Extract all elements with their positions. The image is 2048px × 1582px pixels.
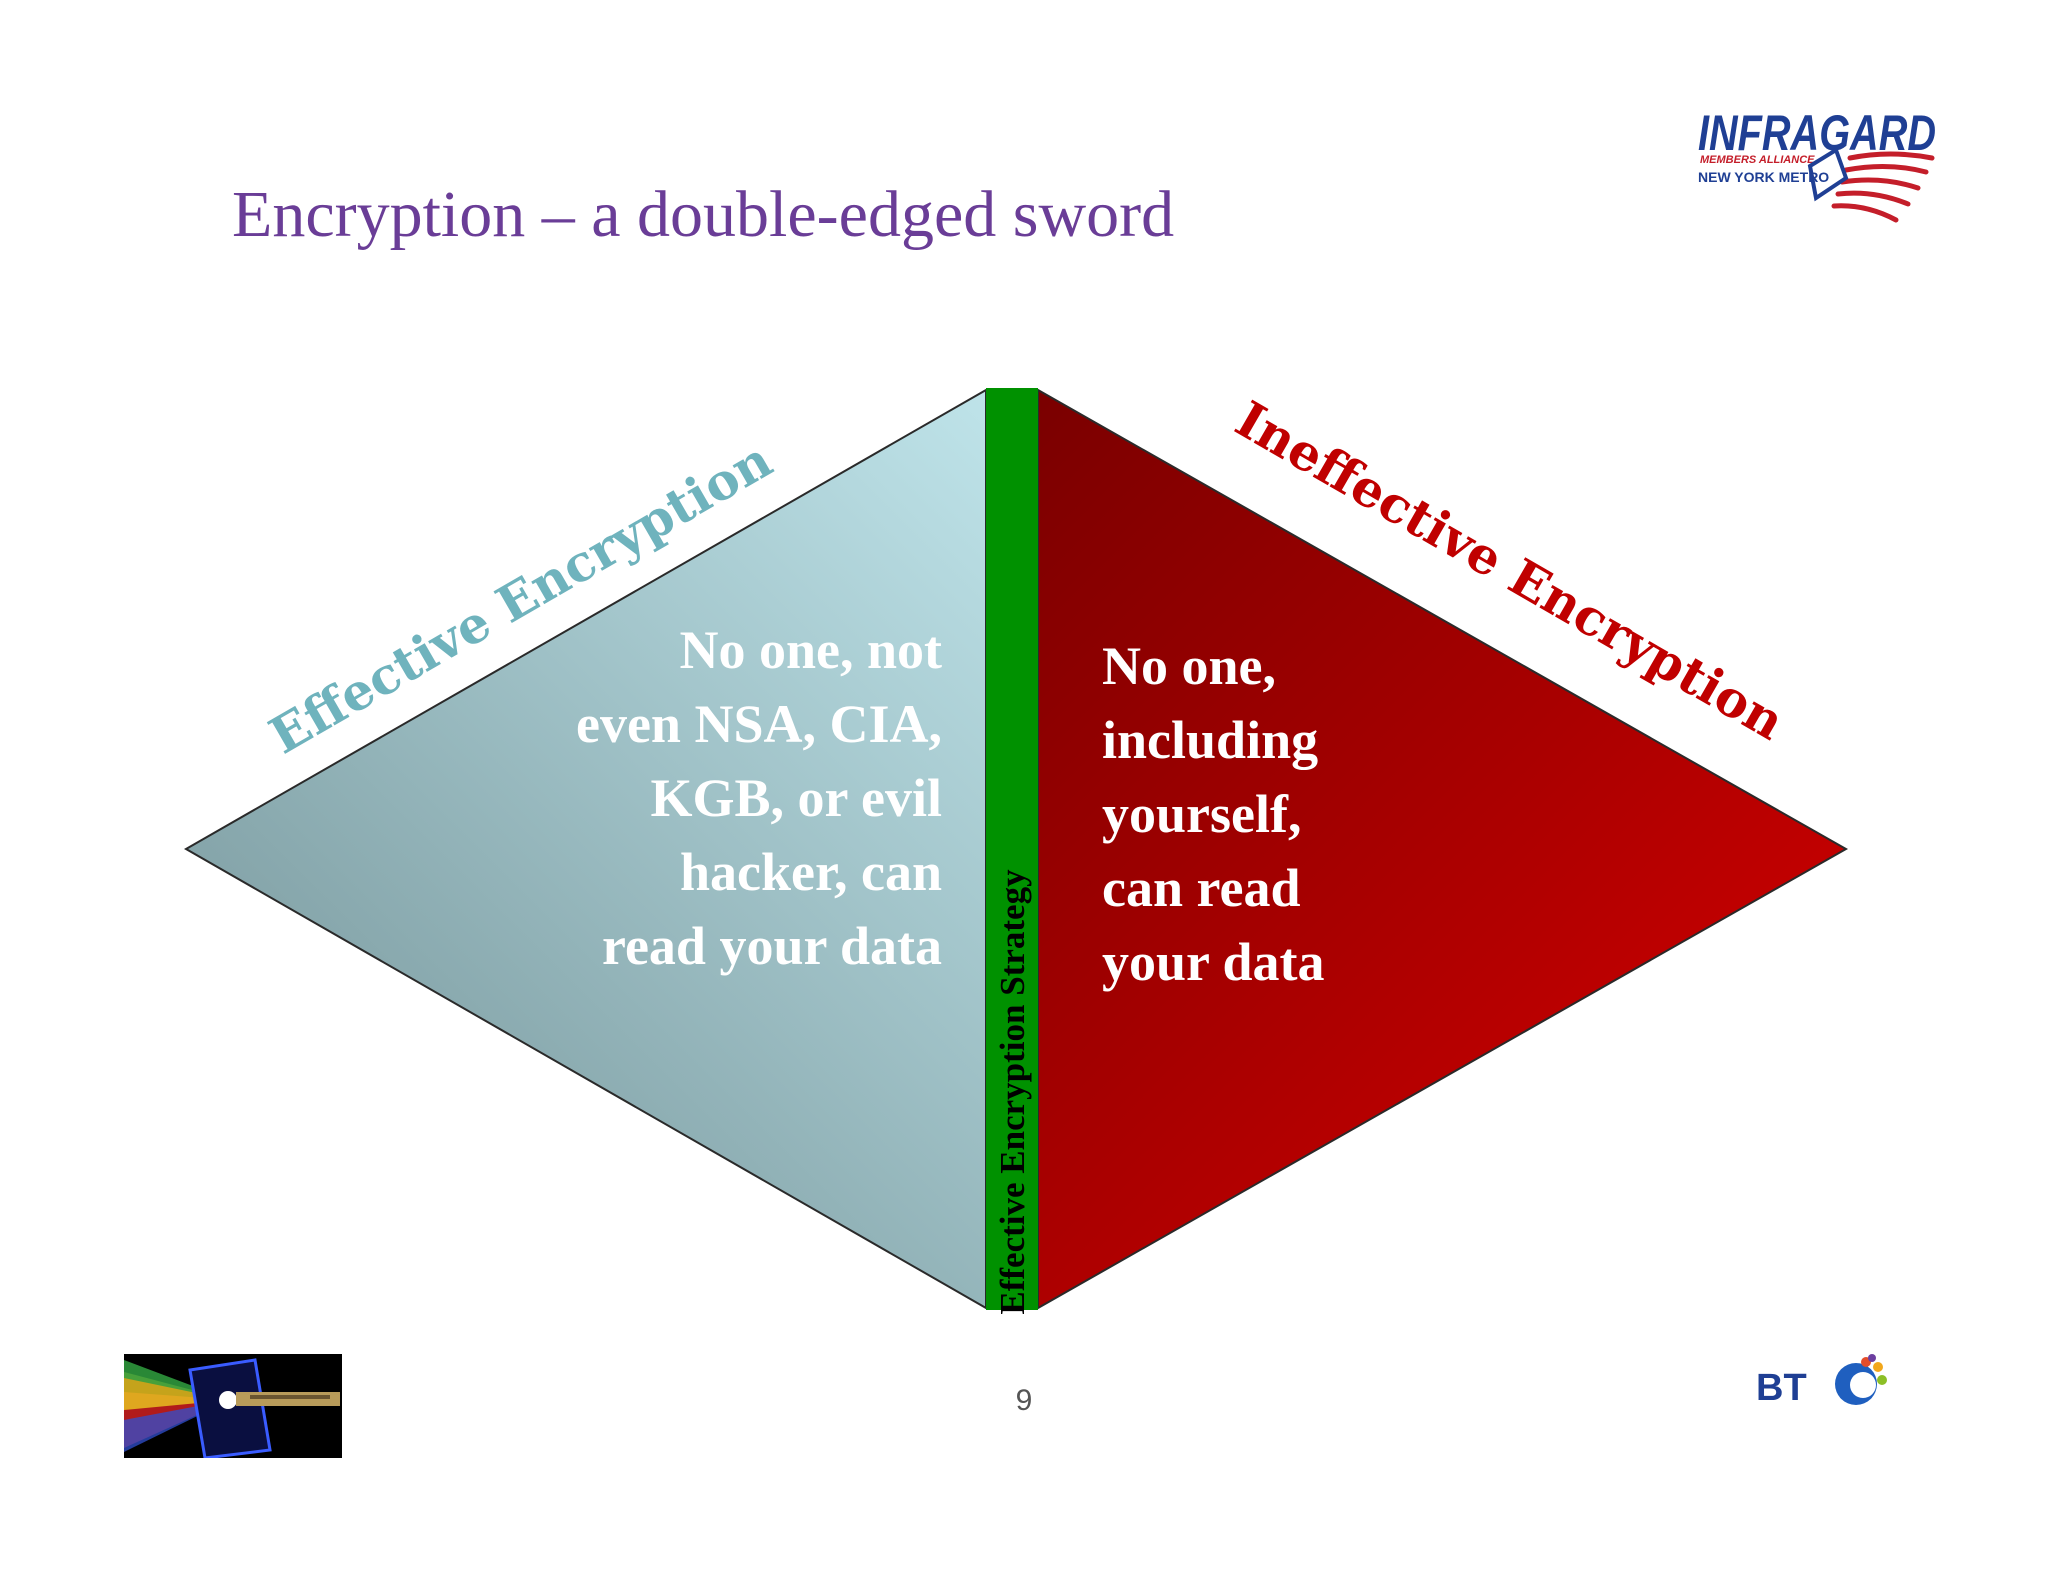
- ineffective-line: can read: [1102, 858, 1301, 918]
- effective-line: even NSA, CIA,: [576, 694, 942, 754]
- ineffective-line: your data: [1102, 932, 1325, 992]
- strategy-label: Effective Encryption Strategy: [993, 869, 1032, 1315]
- ineffective-description: No one, including yourself, can read you…: [1102, 636, 1325, 992]
- ineffective-line: yourself,: [1102, 784, 1301, 844]
- effective-line: No one, not: [679, 620, 942, 680]
- page-number: 9: [1016, 1384, 1033, 1417]
- effective-line: hacker, can: [680, 842, 942, 902]
- bt-wordmark: BT: [1756, 1367, 1807, 1409]
- infragard-members-alliance: MEMBERS ALLIANCE: [1700, 154, 1815, 166]
- effective-line: KGB, or evil: [651, 768, 943, 828]
- star-icon: [1807, 147, 1849, 202]
- slide-title: Encryption – a double-edged sword: [232, 178, 1174, 251]
- infragard-logo: INFRAGARD MEMBERS ALLIANCE NEW YORK METR…: [1698, 105, 1936, 223]
- ineffective-line: including: [1102, 710, 1318, 770]
- bt-logo: BT: [1756, 1354, 1887, 1409]
- ineffective-line: No one,: [1102, 636, 1276, 696]
- effective-description: No one, not even NSA, CIA, KGB, or evil …: [576, 620, 942, 976]
- effective-line: read your data: [602, 916, 942, 976]
- flag-stripes-icon: [1831, 151, 1935, 223]
- laser-thumbnail-image: [124, 1354, 342, 1458]
- strategy-bar: [986, 388, 1038, 1310]
- infragard-new-york-metro: NEW YORK METRO: [1698, 169, 1829, 185]
- bt-piper-icon: [1835, 1354, 1887, 1405]
